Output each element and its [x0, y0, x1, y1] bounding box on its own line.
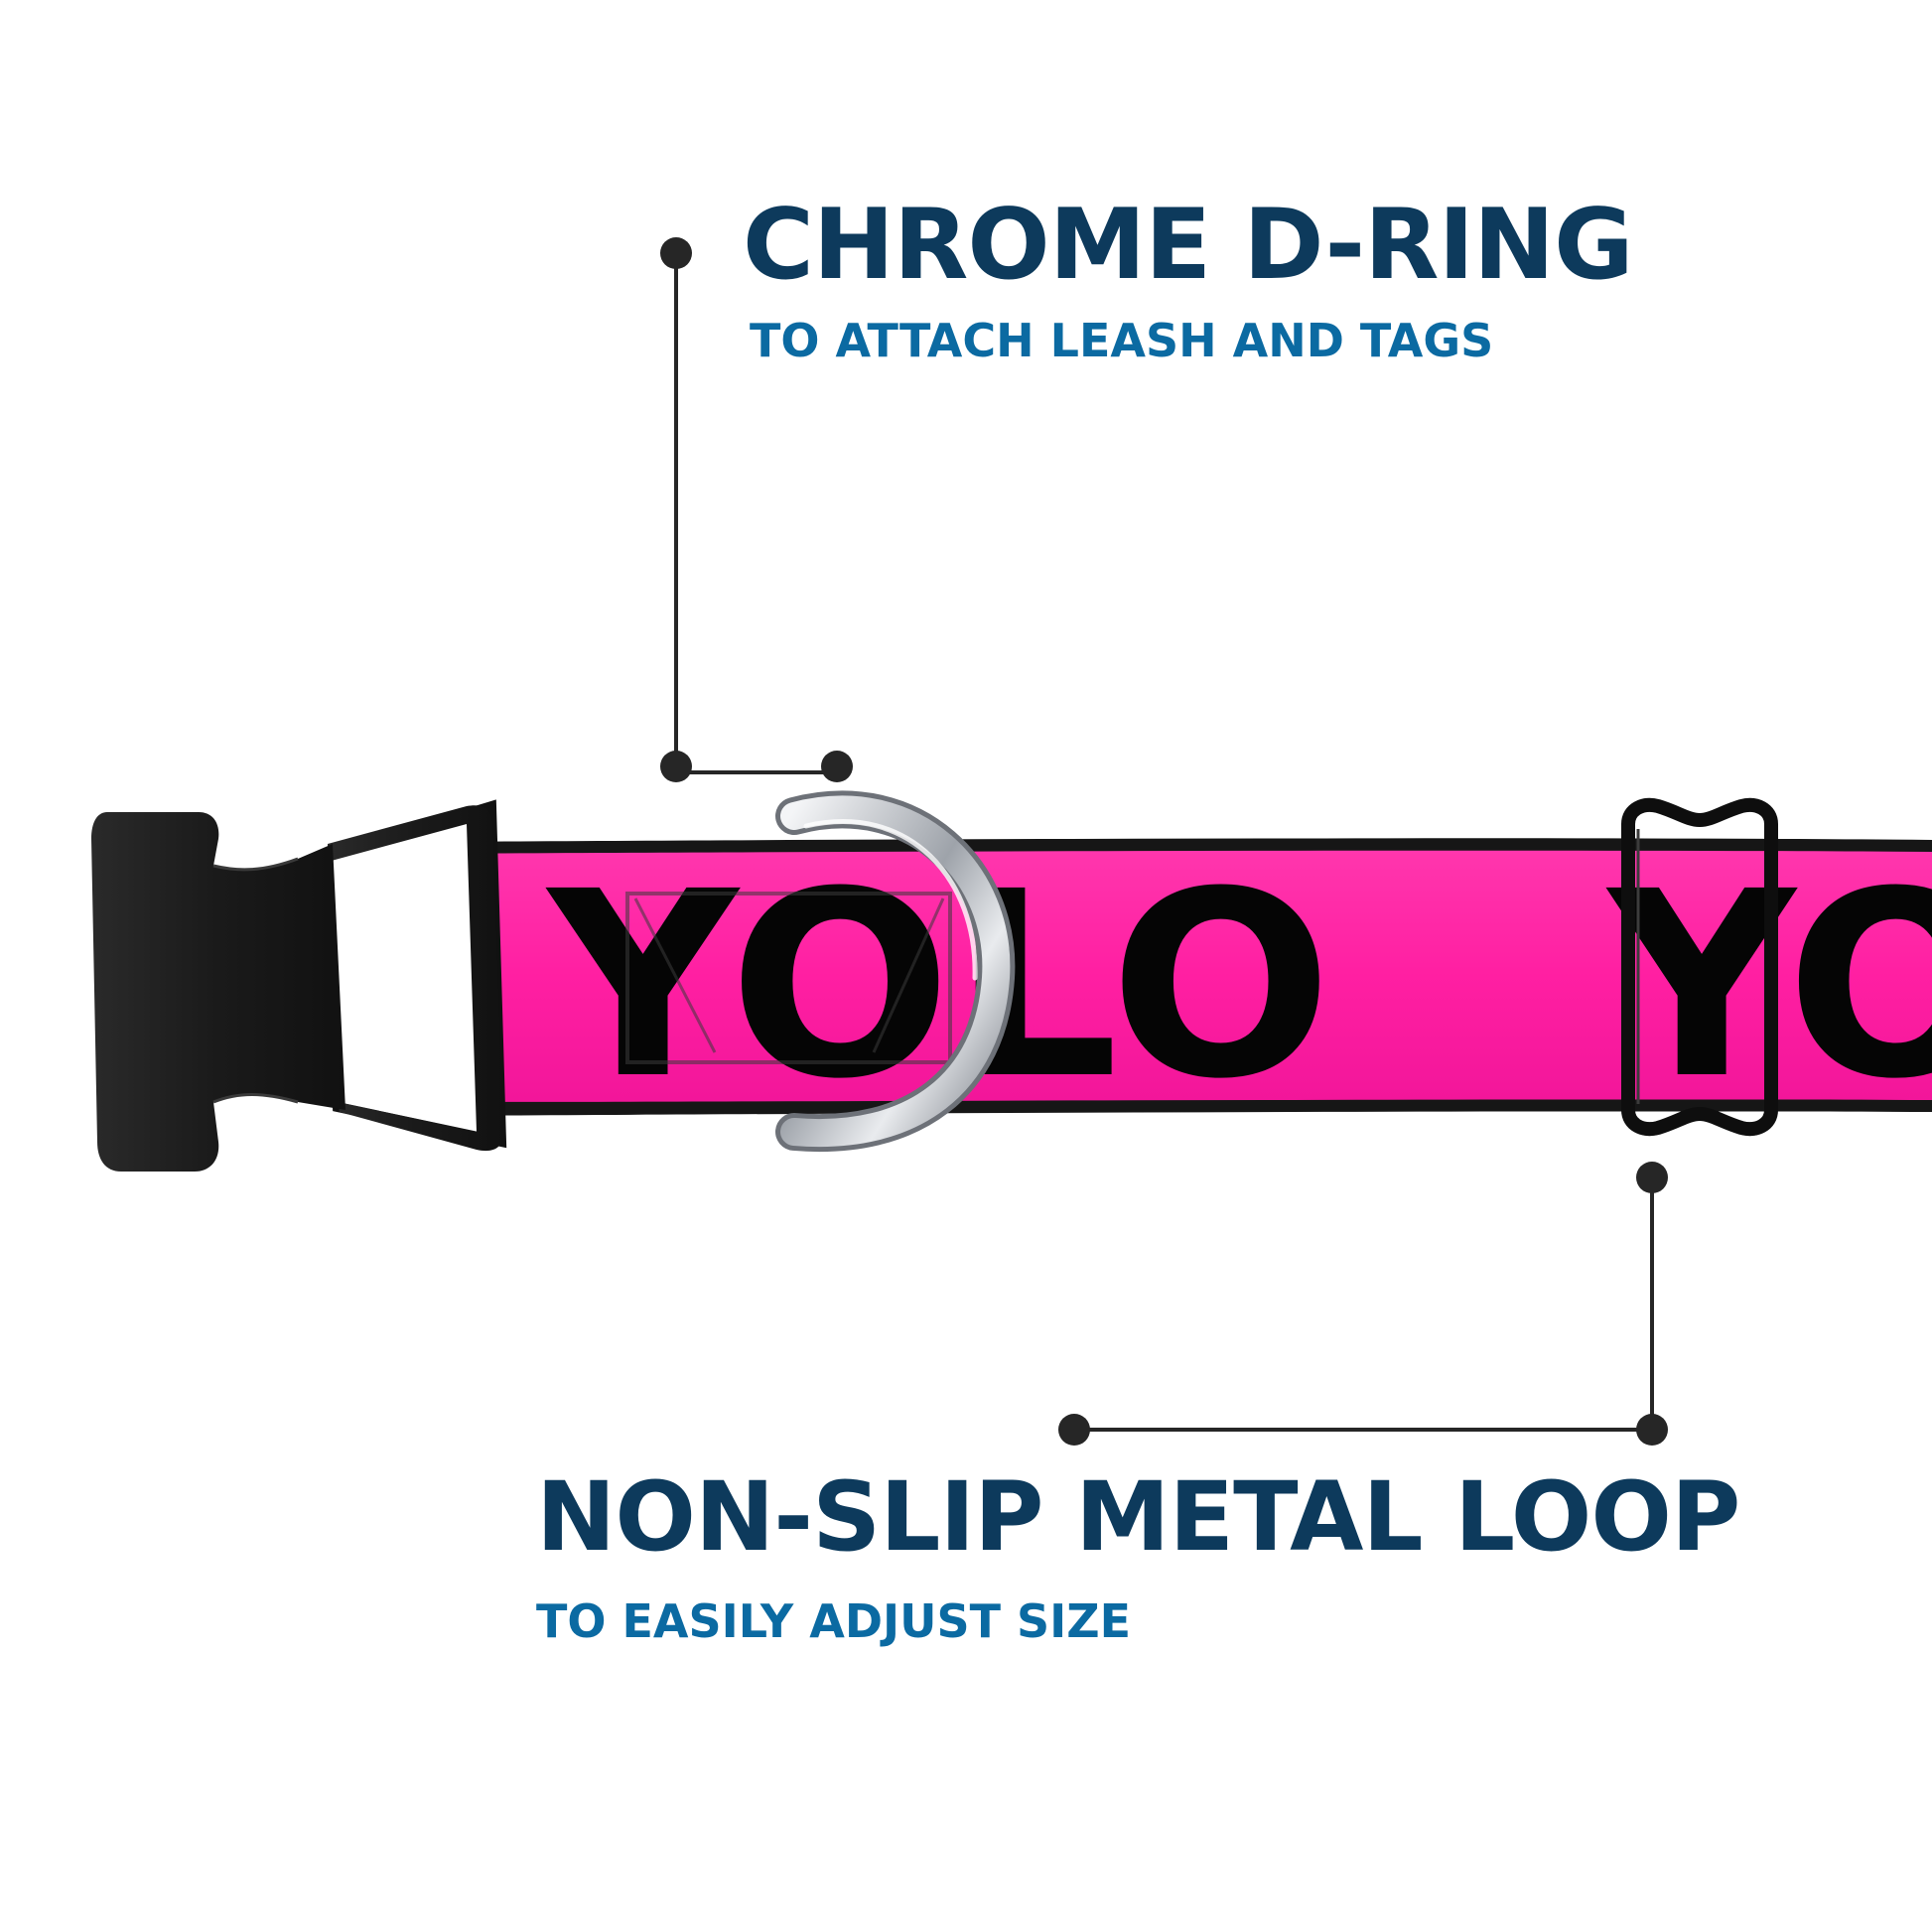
callout-dot	[1636, 1162, 1668, 1193]
d-ring-stitch-box	[625, 892, 952, 1064]
callout-dot	[1636, 1414, 1668, 1446]
callout-dot	[821, 751, 853, 782]
collar-strap	[402, 838, 1932, 1116]
loop-callout-title: NON-SLIP METAL LOOP	[536, 1461, 1740, 1573]
loop-callout-leader	[1058, 1162, 1668, 1446]
d-ring-callout-title: CHROME D-RING	[743, 189, 1634, 302]
loop-callout-subtitle: TO EASILY ADJUST SIZE	[536, 1594, 1132, 1648]
d-ring-callout-leader	[660, 237, 853, 782]
callout-dot	[1058, 1414, 1090, 1446]
callout-dot	[660, 751, 692, 782]
d-ring-callout-subtitle: TO ATTACH LEASH AND TAGS	[750, 314, 1494, 367]
side-release-buckle-icon	[91, 799, 507, 1172]
callout-dot	[660, 237, 692, 269]
slider-loop-icon	[1621, 798, 1778, 1136]
d-ring-icon	[775, 790, 1016, 1153]
strap-pink-face	[412, 850, 1932, 1102]
